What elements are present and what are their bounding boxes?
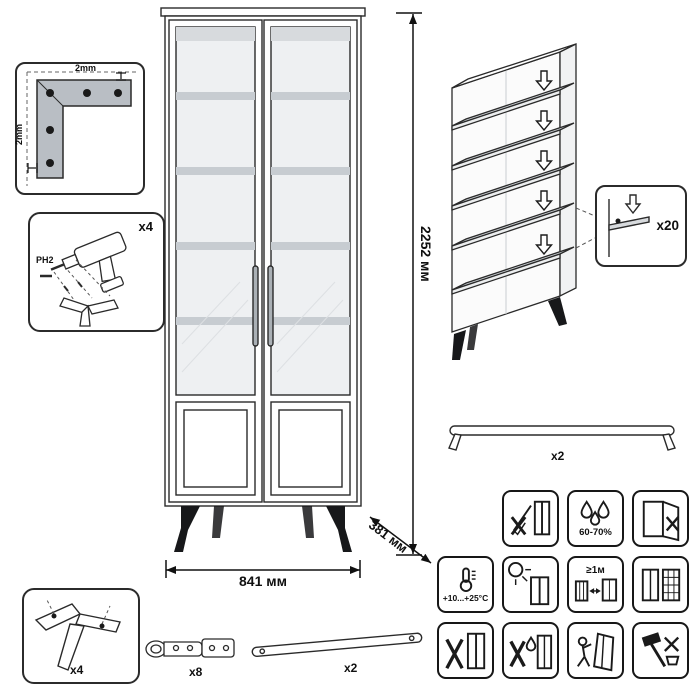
- exploded-view-drawing: [451, 42, 596, 360]
- strip-count-label: x2: [344, 661, 358, 675]
- heater-distance-icon: [574, 578, 617, 602]
- strip-drawing: [251, 632, 423, 657]
- bracket-gap-top-label: 2mm: [75, 63, 97, 73]
- humidity-label: 60-70%: [579, 527, 612, 539]
- sun-cabinet-icon: [507, 561, 549, 605]
- icon-cell-ventilation-grid: [632, 556, 689, 613]
- humidity-drops-icon: [580, 500, 610, 526]
- height-dimension-label: 2252 мм: [418, 226, 434, 282]
- shelf-pin-inset: x20: [595, 185, 687, 267]
- shelf-pin-drawing: [608, 194, 650, 257]
- hinge-drawing: [145, 638, 235, 658]
- no-wet-cleaning-icon: [508, 634, 552, 669]
- leg-drawing: [34, 597, 121, 671]
- hinge-count-label: x8: [189, 665, 203, 679]
- icon-cell-humidity: 60-70%: [567, 490, 624, 547]
- drill-drawing: [40, 231, 127, 327]
- drill-mounting-inset: x4 PH2: [28, 212, 165, 332]
- icon-cell-temperature: +10...+25°C: [437, 556, 494, 613]
- corner-bracket-drawing: [26, 71, 137, 186]
- icon-cell-no-climbing: [567, 622, 624, 679]
- no-sharp-objects-icon: [510, 500, 550, 535]
- shelf-pin-count-label: x20: [656, 218, 679, 233]
- dimension-arrows: [165, 12, 432, 578]
- icon-cell-no-sharp-objects: [502, 490, 559, 547]
- no-dragging-icon: [444, 632, 485, 669]
- rail-count-label: x2: [551, 449, 565, 463]
- no-door-leaning-icon: [642, 500, 679, 541]
- icon-cell-no-dragging: [437, 622, 494, 679]
- icon-cell-no-hammering: [632, 622, 689, 679]
- width-dimension-label: 841 мм: [239, 573, 287, 589]
- no-hammering-icon: [641, 631, 679, 667]
- leg-count-label: x4: [70, 663, 84, 677]
- drill-count-label: x4: [138, 219, 153, 234]
- leg-inset: x4: [22, 588, 140, 684]
- corner-bracket-inset: 2mm 2mm: [14, 62, 145, 195]
- drill-bit-label: PH2: [36, 255, 54, 265]
- rail-drawing: [448, 425, 676, 451]
- cabinet-front-drawing: [160, 7, 366, 552]
- icon-cell-no-wet-cleaning: [502, 622, 559, 679]
- icon-cell-heat-source-distance: ≥1м: [567, 556, 624, 613]
- icon-cell-no-direct-sunlight: [502, 556, 559, 613]
- icon-cell-no-door-leaning: [632, 490, 689, 547]
- distance-label: ≥1м: [586, 565, 605, 576]
- thermometer-icon: [459, 567, 476, 592]
- temperature-label: +10...+25°C: [442, 592, 489, 603]
- bracket-gap-side-label: 2mm: [14, 124, 24, 146]
- ventilation-grid-icon: [641, 568, 680, 601]
- no-climbing-icon: [576, 632, 614, 671]
